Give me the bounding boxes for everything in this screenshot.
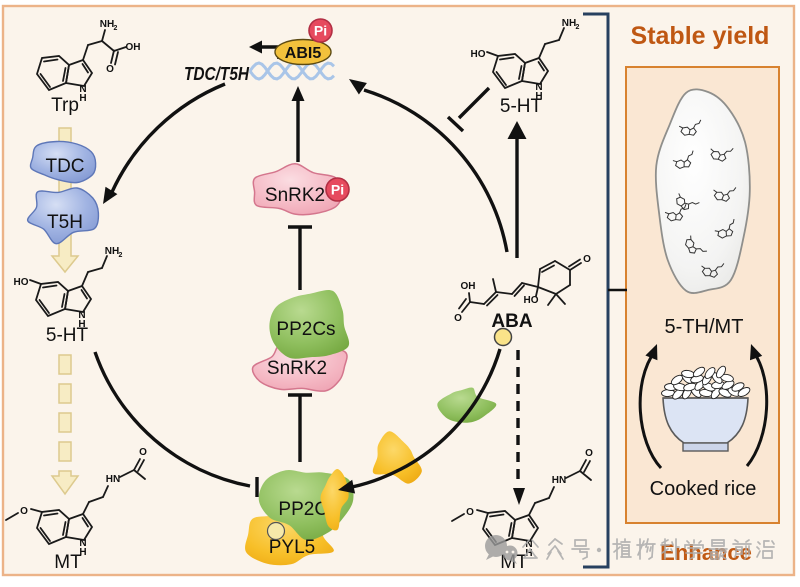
svg-text:N: N [535, 82, 542, 93]
svg-text:O: O [583, 254, 591, 265]
svg-text:2: 2 [576, 24, 580, 31]
svg-text:HO: HO [471, 49, 486, 60]
svg-text:O: O [106, 64, 114, 75]
svg-text:H: H [79, 93, 86, 104]
svg-text:SnRK2: SnRK2 [267, 358, 327, 379]
svg-text:Pi: Pi [314, 23, 327, 39]
svg-text:ABI5: ABI5 [285, 45, 322, 62]
svg-text:SnRK2: SnRK2 [265, 185, 325, 206]
svg-text:5-HT: 5-HT [46, 325, 89, 346]
svg-text:O: O [20, 506, 28, 517]
svg-text:OH: OH [461, 281, 476, 292]
svg-text:N: N [79, 84, 86, 95]
svg-text:NH: NH [100, 19, 114, 30]
svg-text:Trp: Trp [51, 95, 79, 116]
svg-text:PP2Cs: PP2Cs [276, 319, 335, 340]
svg-text:Cooked rice: Cooked rice [650, 478, 757, 500]
svg-text:2: 2 [119, 252, 123, 259]
svg-text:Pi: Pi [331, 182, 344, 198]
svg-text:5-TH/MT: 5-TH/MT [665, 316, 744, 338]
svg-text:MT: MT [54, 552, 82, 573]
svg-text:HN: HN [106, 474, 120, 485]
svg-text:HO: HO [14, 277, 29, 288]
svg-text:OH: OH [126, 42, 141, 53]
svg-text:N: N [79, 538, 86, 549]
svg-text:PYL5: PYL5 [269, 537, 315, 558]
svg-text:H: H [535, 91, 542, 102]
svg-text:HO: HO [524, 295, 539, 306]
svg-text:5-HT: 5-HT [500, 96, 543, 117]
svg-text:HN: HN [552, 475, 566, 486]
svg-text:O: O [585, 448, 593, 459]
svg-text:TDC: TDC [45, 156, 84, 177]
svg-text:H: H [79, 547, 86, 558]
svg-text:O: O [454, 313, 462, 324]
svg-text:TDC/T5H: TDC/T5H [184, 64, 250, 84]
svg-text:N: N [78, 310, 85, 321]
svg-text:H: H [525, 548, 532, 559]
svg-text:N: N [525, 539, 532, 550]
svg-text:T5H: T5H [47, 212, 83, 233]
svg-text:ABA: ABA [491, 311, 532, 332]
svg-text:NH: NH [562, 18, 576, 29]
svg-text:2: 2 [114, 25, 118, 32]
svg-text:O: O [139, 447, 147, 458]
svg-text:NH: NH [105, 246, 119, 257]
svg-text:Stable yield: Stable yield [631, 22, 770, 50]
svg-text:H: H [78, 319, 85, 330]
svg-text:O: O [466, 507, 474, 518]
